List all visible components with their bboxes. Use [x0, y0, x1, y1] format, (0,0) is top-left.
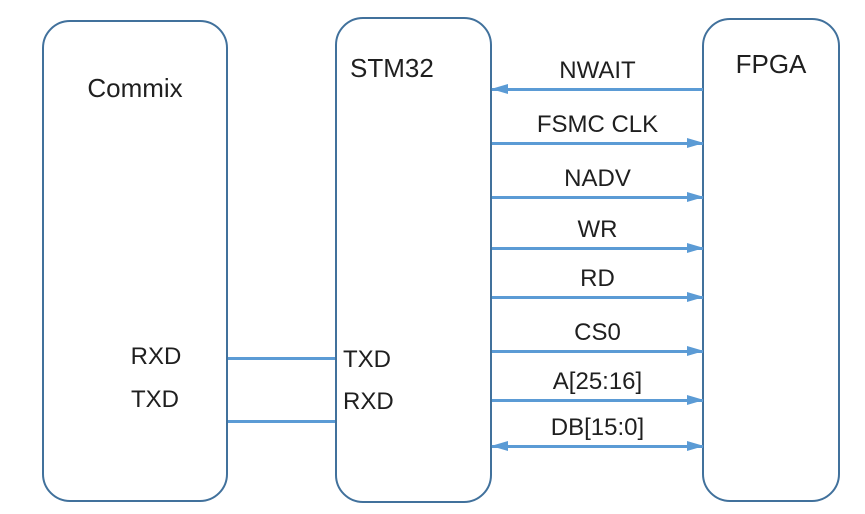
arrow-line — [492, 296, 703, 299]
stm32-port-txd: TXD — [343, 346, 391, 373]
commix-port-txd: TXD — [131, 386, 179, 413]
arrowhead-right-icon — [687, 395, 704, 405]
stm32-title: STM32 — [350, 53, 434, 83]
arrowhead-right-icon — [687, 138, 704, 148]
uart-wire-txd-rxd — [228, 420, 335, 423]
arrow-line — [492, 196, 703, 199]
arrowhead-right-icon — [687, 441, 704, 451]
signal-label-rd: RD — [580, 265, 615, 292]
commix-port-rxd: RXD — [130, 343, 182, 370]
arrow-line — [492, 399, 703, 402]
signal-label-fsmc-clk: FSMC CLK — [536, 111, 659, 138]
arrow-line — [492, 247, 703, 250]
signal-label-nwait: NWAIT — [559, 57, 636, 84]
arrowhead-left-icon — [491, 84, 508, 94]
arrowhead-right-icon — [687, 243, 704, 253]
signal-label-data-bus: DB[15:0] — [550, 414, 645, 441]
signal-label-address-bus: A[25:16] — [552, 368, 643, 395]
commix-box: Commix RXD TXD — [42, 20, 228, 502]
signal-label-nadv: NADV — [564, 165, 631, 192]
arrow-line — [492, 88, 703, 91]
arrowhead-right-icon — [687, 292, 704, 302]
stm32-port-rxd: RXD — [343, 388, 394, 415]
arrowhead-right-icon — [687, 192, 704, 202]
fpga-title: FPGA — [735, 49, 807, 79]
signal-label-cs0: CS0 — [574, 319, 621, 346]
arrowhead-right-icon — [687, 346, 704, 356]
stm32-box: STM32 TXD RXD — [335, 17, 492, 503]
arrowhead-left-icon — [491, 441, 508, 451]
commix-title: Commix — [87, 73, 183, 103]
fpga-box: FPGA — [702, 18, 840, 502]
arrow-line — [492, 350, 703, 353]
signal-label-wr: WR — [577, 216, 618, 243]
uart-wire-rxd-txd — [228, 357, 335, 360]
arrow-line — [492, 445, 703, 448]
arrow-line — [492, 142, 703, 145]
